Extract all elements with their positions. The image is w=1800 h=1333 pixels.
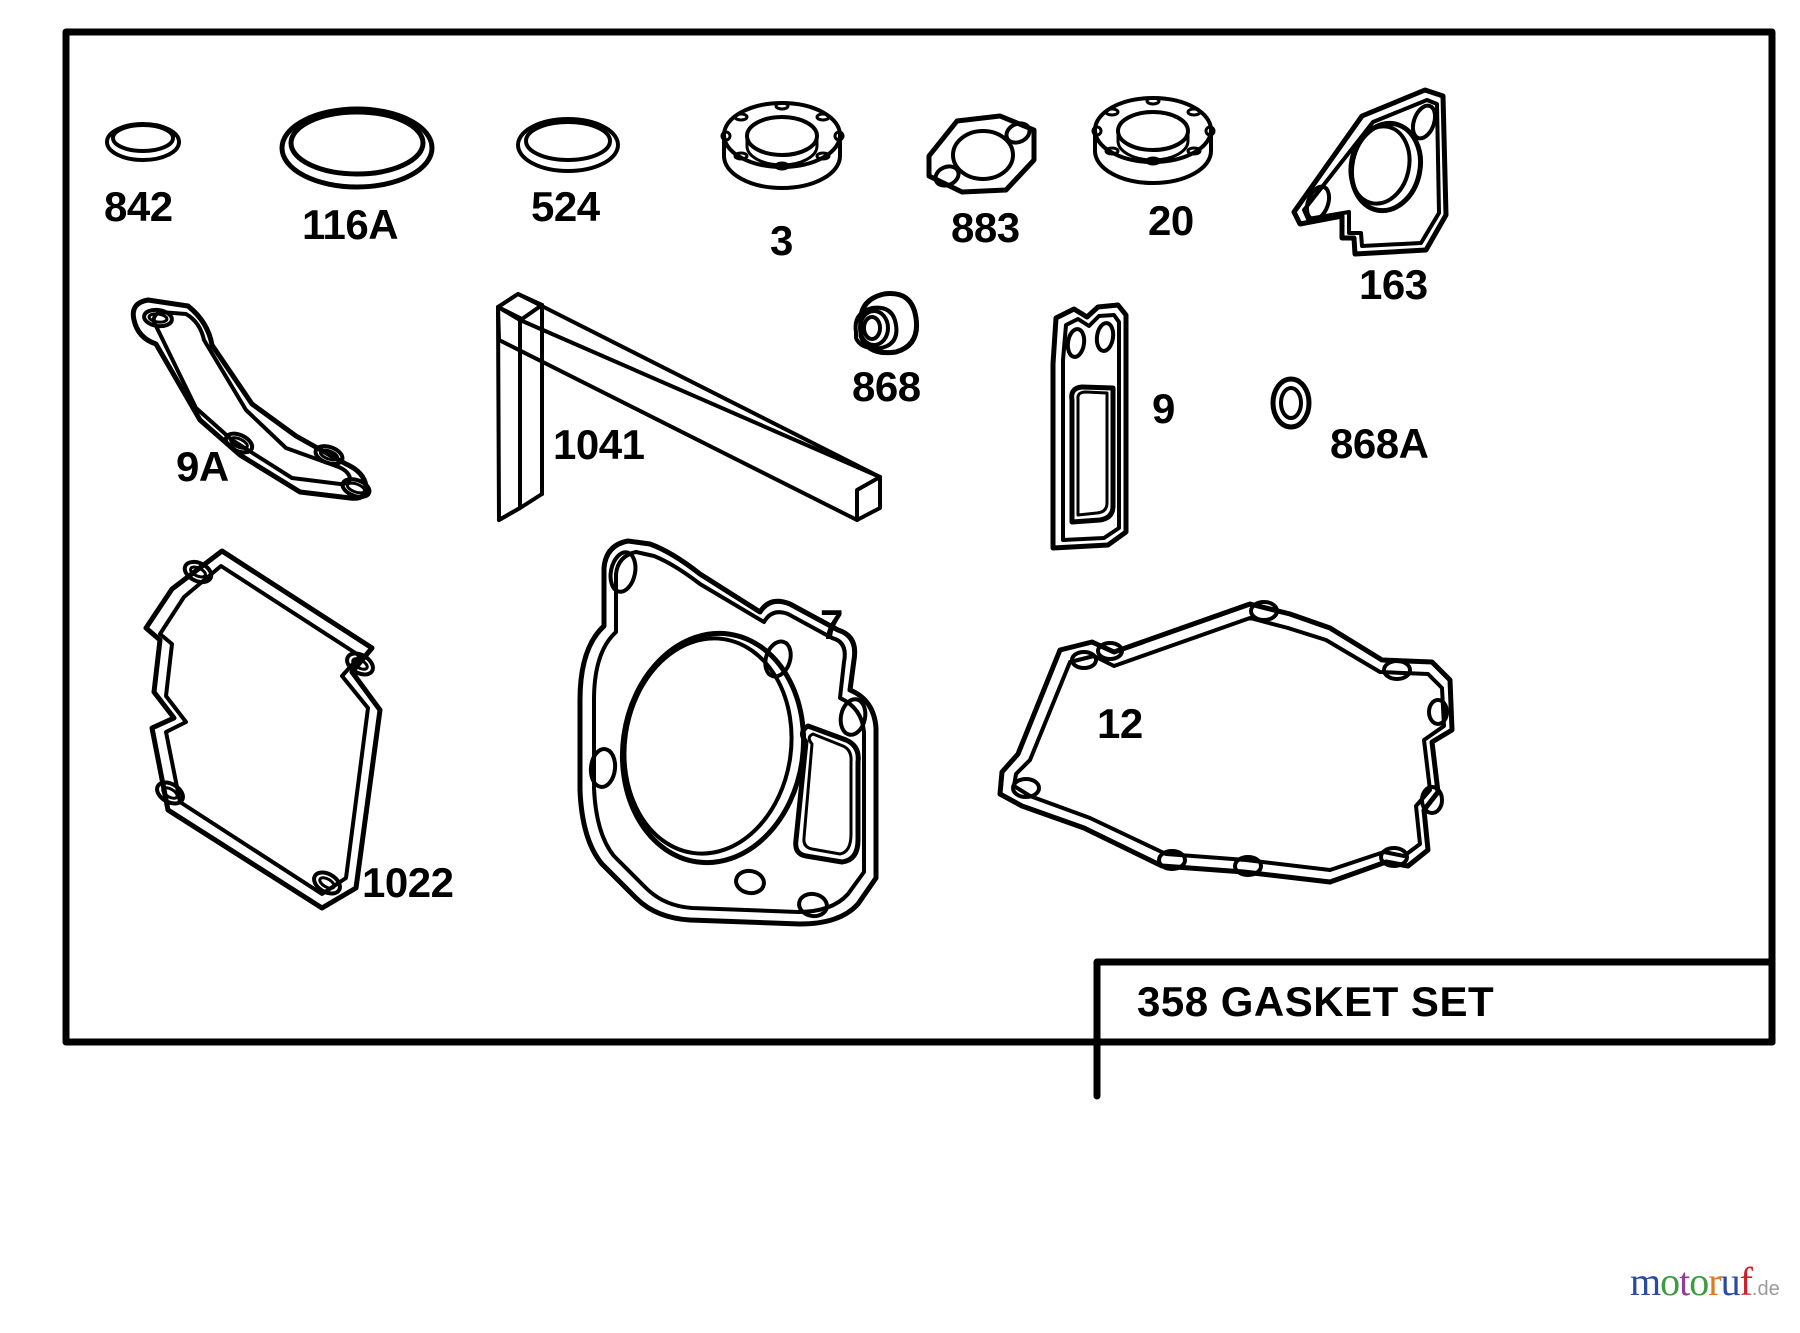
part-label-9A: 9A (176, 443, 229, 490)
part-label-9: 9 (1152, 385, 1175, 432)
part-116A-shape (279, 106, 435, 190)
watermark-letter-o1: o (1660, 1259, 1680, 1304)
part-label-842: 842 (104, 183, 173, 230)
part-883-shape (926, 113, 1037, 195)
watermark-letter-m: m (1630, 1259, 1661, 1304)
part-label-868: 868 (852, 363, 921, 410)
part-524-shape (516, 117, 620, 173)
watermark-letter-o2: o (1689, 1259, 1709, 1304)
watermark-motoruf: motoruf.de (1630, 1258, 1780, 1305)
watermark-letter-r: r (1708, 1259, 1721, 1304)
title-box (1093, 958, 1776, 1100)
part-label-524: 524 (531, 183, 600, 230)
part-label-1041: 1041 (553, 421, 645, 468)
part-label-7: 7 (820, 601, 843, 648)
title-box-label: 358 GASKET SET (1137, 978, 1495, 1025)
part-1022-shape (143, 548, 383, 911)
watermark-letter-t: t (1679, 1259, 1690, 1304)
part-7-shape (577, 538, 879, 927)
watermark-letter-u: u (1720, 1259, 1741, 1304)
part-868-shape (853, 291, 920, 356)
part-3-shape (720, 101, 845, 190)
watermark-letter-f: f (1739, 1259, 1753, 1304)
part-label-883: 883 (951, 204, 1020, 251)
watermark-suffix: .de (1751, 1278, 1780, 1300)
part-label-1022: 1022 (362, 859, 454, 906)
part-163-shape (1291, 87, 1449, 257)
part-label-12: 12 (1097, 700, 1143, 747)
part-label-868A: 868A (1330, 420, 1429, 467)
part-842-shape (105, 122, 181, 162)
part-label-163: 163 (1359, 261, 1428, 308)
part-20-shape (1091, 96, 1216, 185)
part-label-116A: 116A (302, 201, 399, 248)
part-label-20: 20 (1148, 197, 1194, 244)
part-label-3: 3 (770, 217, 793, 264)
part-9-shape (1050, 302, 1129, 551)
diagram-border (62, 28, 1776, 1046)
part-1041-shape (496, 292, 882, 522)
part-12-shape (997, 600, 1455, 885)
part-9A-shape (130, 297, 372, 501)
part-868A-shape (1270, 376, 1312, 430)
